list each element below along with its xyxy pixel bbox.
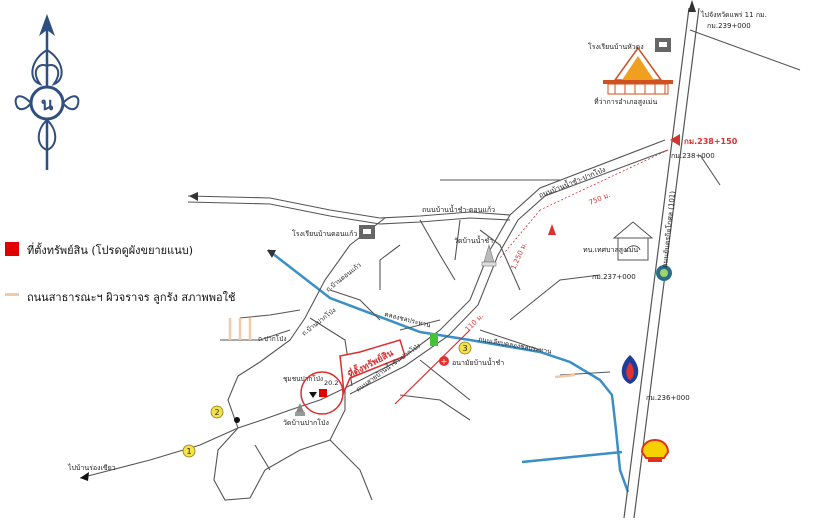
- gas-station-icon: [656, 265, 672, 281]
- label-to-phrae: ไปจังหวัดแพร่ 11 กม.: [700, 10, 767, 19]
- svg-text:1: 1: [186, 447, 191, 456]
- road-end-arrow-icon: [80, 472, 89, 481]
- municipality-icon: [612, 221, 654, 261]
- label-km-238: กม.238+000: [671, 152, 715, 160]
- svg-text:3: 3: [462, 344, 467, 353]
- irrigation-canal: [267, 249, 630, 493]
- label-to-rong-khem: ไปบ้านร่องเขียว: [67, 463, 116, 472]
- school-icon: [359, 225, 375, 239]
- label-health-station: อนามัยบ้านน้ำชำ: [452, 356, 504, 367]
- label-road-ban-pak-pong: ถ.บ้านปากโป่ง: [300, 306, 337, 337]
- label-municipality: ทน.เทศบาลสูงเม่น: [583, 246, 638, 254]
- label-road-pak-pong-inner: ถ.ปากโป่ง: [258, 335, 287, 343]
- legend-road-label: ถนนสาธารณะฯ ผิวจราจร ลูกรัง สภาพพอใช้: [27, 291, 236, 304]
- label-km-239: กม.239+000: [707, 22, 751, 30]
- north-compass-icon: น: [14, 14, 80, 170]
- property-circle: [300, 371, 344, 415]
- label-wat-nam-cha: วัดบ้านน้ำชำ: [454, 234, 493, 245]
- label-km-238-150: กม.238+150: [684, 137, 738, 146]
- label-km-236: กม.236+000: [646, 394, 690, 402]
- distance-lines: [394, 149, 669, 405]
- temple-icon: [295, 403, 305, 416]
- label-road-ban-don-kaeo: ถ.บ้านดอนแก้ว: [324, 261, 363, 294]
- label-road-nam-cha-pak-pong-upper: ถนนบ้านน้ำชำ-ปากโป่ง: [537, 163, 607, 200]
- laterite-roads: [228, 318, 576, 379]
- label-km-237: กม.237+000: [592, 273, 636, 281]
- label-wat-pak-pong: วัดบ้านปากโป่ง: [283, 418, 329, 427]
- label-canal-east: ถนนเลียบคลองชลประทาน: [478, 335, 553, 356]
- route-marker-1: 1: [182, 444, 196, 458]
- school-icon: [655, 38, 671, 52]
- property-callout-arrow: [339, 339, 406, 395]
- stupa-icon: [481, 243, 497, 267]
- legend-property-label: ที่ตั้งทรัพย์สิน (โปรดดูผังขยายแนบ): [27, 244, 194, 257]
- road-network: [79, 29, 801, 501]
- shell-station-icon: [640, 439, 670, 462]
- label-district-office: ที่ว่าการอำเภอสูงเม่น: [594, 97, 657, 106]
- ptt-station-icon: [621, 355, 639, 384]
- label-distance-750: 750 ม.: [588, 191, 612, 207]
- north-arrow-highway-icon: [688, 0, 696, 12]
- route-marker-3: 3: [458, 341, 472, 355]
- legend-road-swatch: [5, 293, 19, 296]
- distance-arrow-icon: [548, 224, 556, 235]
- label-plot-no: 20.2: [324, 379, 338, 387]
- junction-dot: [234, 417, 240, 423]
- property-marker: [319, 389, 327, 397]
- route-marker-2: 2: [210, 405, 224, 419]
- legend-property-swatch: [5, 242, 19, 256]
- green-landmark: [430, 333, 438, 346]
- label-school-don-kaeo: โรงเรียนบ้านดอนแก้ว: [292, 229, 357, 238]
- label-road-nam-cha-don-kaeo: ถนนบ้านน้ำชำ-ดอนแก้ว: [422, 203, 495, 214]
- label-school-wat-ban: โรงเรียนบ้านหัวดง: [588, 42, 644, 51]
- health-station-icon: +: [439, 356, 449, 366]
- km-238-150-arrow-icon: [670, 134, 680, 146]
- label-pak-pong-community: ชุมชนปากโป่ง: [283, 375, 323, 383]
- district-office-icon: [603, 46, 673, 95]
- road-end-arrow-icon: [189, 192, 198, 201]
- pointer-arrow-icon: [309, 392, 317, 398]
- label-distance-1250: 1,250 ม.: [510, 241, 529, 271]
- svg-text:2: 2: [214, 408, 219, 417]
- svg-text:น: น: [41, 94, 54, 115]
- highway-101: [623, 7, 700, 519]
- svg-text:+: +: [441, 357, 448, 366]
- label-highway-101: ถนนยันตรกิจโกศล (101): [660, 190, 677, 268]
- road-end-arrow-icon: [267, 250, 276, 258]
